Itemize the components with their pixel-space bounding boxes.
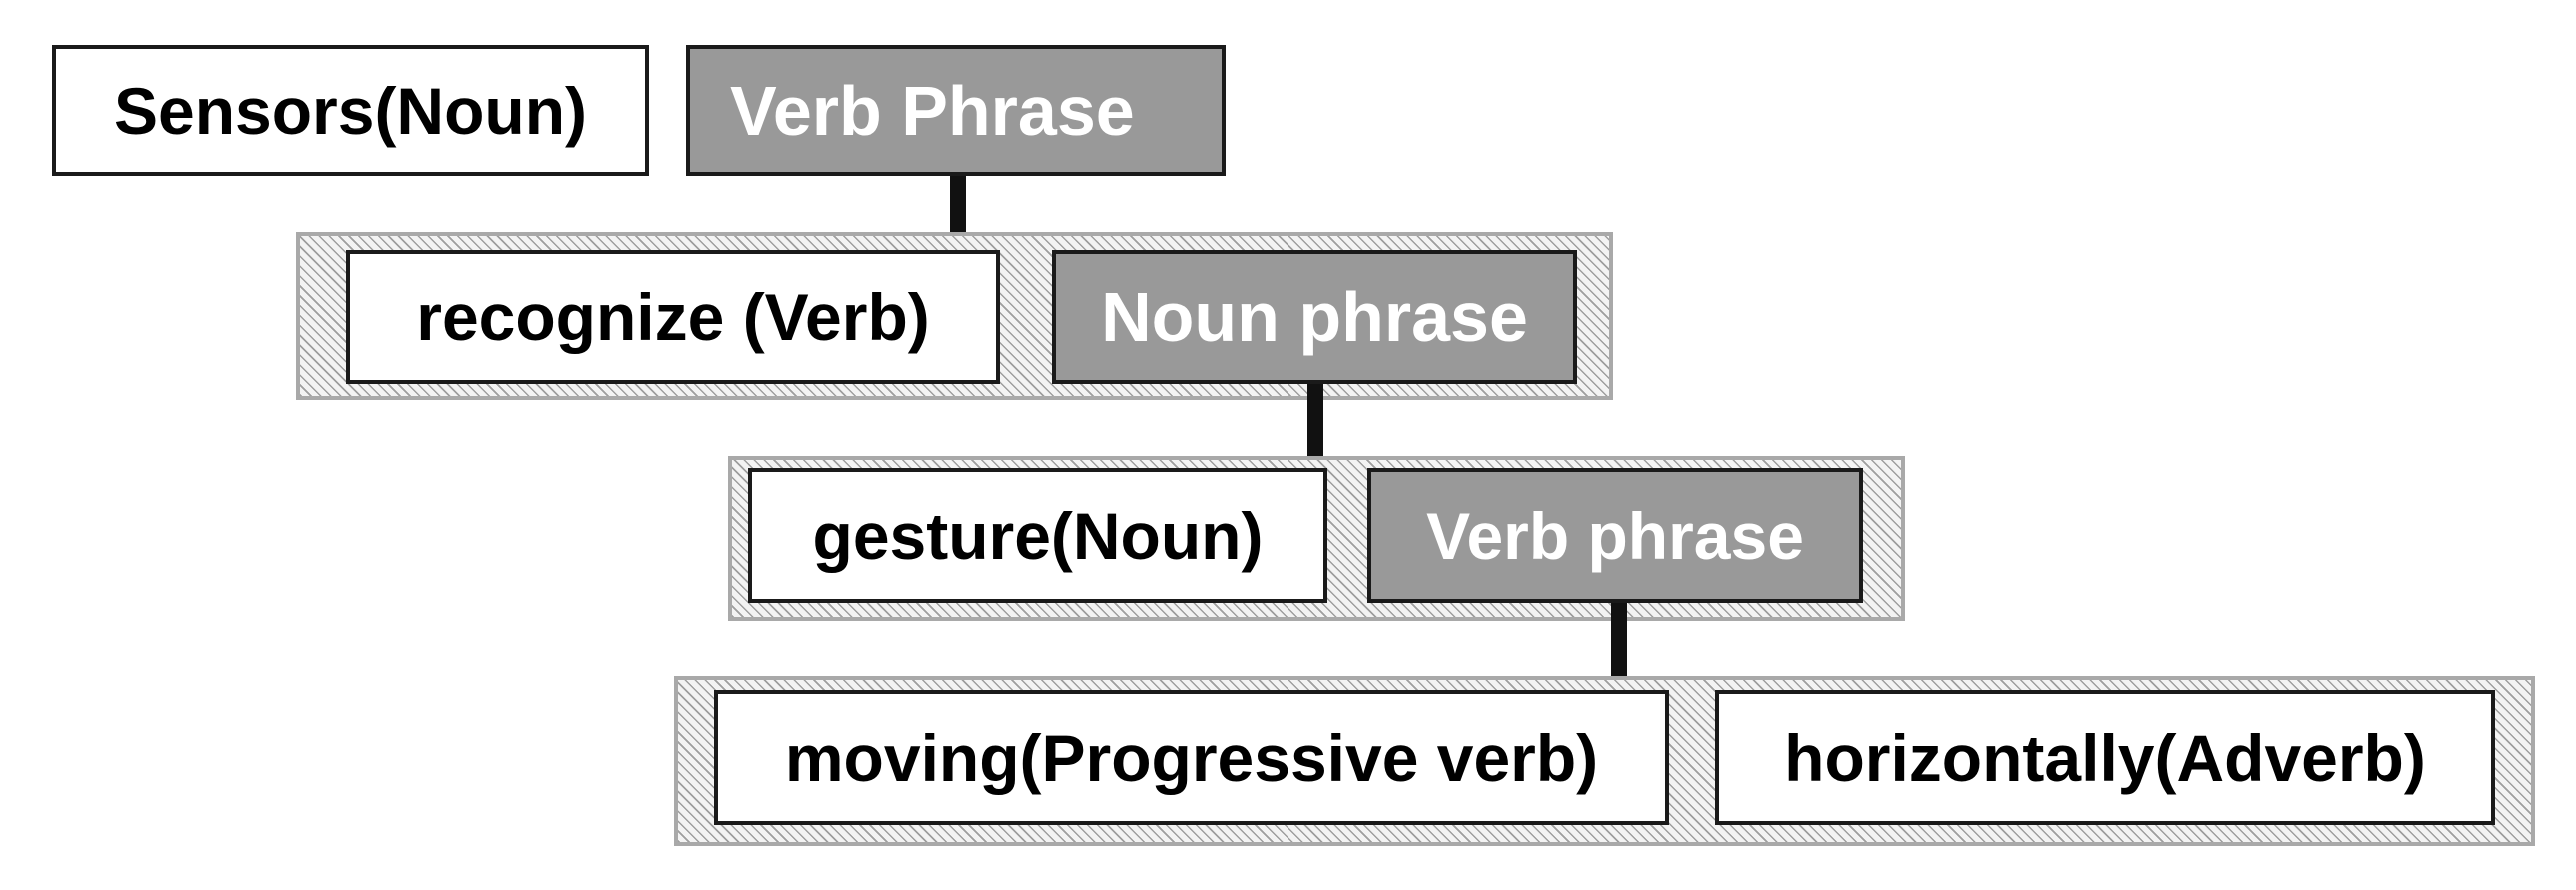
word-gesture-noun: gesture(Noun) [748, 468, 1327, 603]
word-label: moving(Progressive verb) [784, 720, 1599, 795]
word-sensors-noun: Sensors(Noun) [52, 45, 649, 176]
connector-level1-to-level2 [1307, 384, 1323, 458]
word-label: Sensors(Noun) [113, 73, 588, 148]
phrase-label: Verb phrase [1426, 498, 1804, 573]
connector-level2-to-level3 [1611, 603, 1627, 679]
phrase-label: Verb Phrase [730, 71, 1135, 150]
connector-root-to-level1 [950, 176, 966, 234]
word-label: recognize (Verb) [416, 280, 930, 354]
phrase-verb-phrase: Verb phrase [1367, 468, 1863, 603]
phrase-label: Noun phrase [1101, 278, 1528, 356]
word-label: horizontally(Adverb) [1784, 720, 2426, 795]
phrase-noun-phrase: Noun phrase [1052, 250, 1577, 384]
word-label: gesture(Noun) [812, 498, 1264, 573]
word-horizontally-adverb: horizontally(Adverb) [1715, 690, 2495, 825]
word-recognize-verb: recognize (Verb) [346, 250, 1000, 384]
word-moving-progressive-verb: moving(Progressive verb) [714, 690, 1669, 825]
phrase-verb-phrase-root: Verb Phrase [686, 45, 1226, 176]
